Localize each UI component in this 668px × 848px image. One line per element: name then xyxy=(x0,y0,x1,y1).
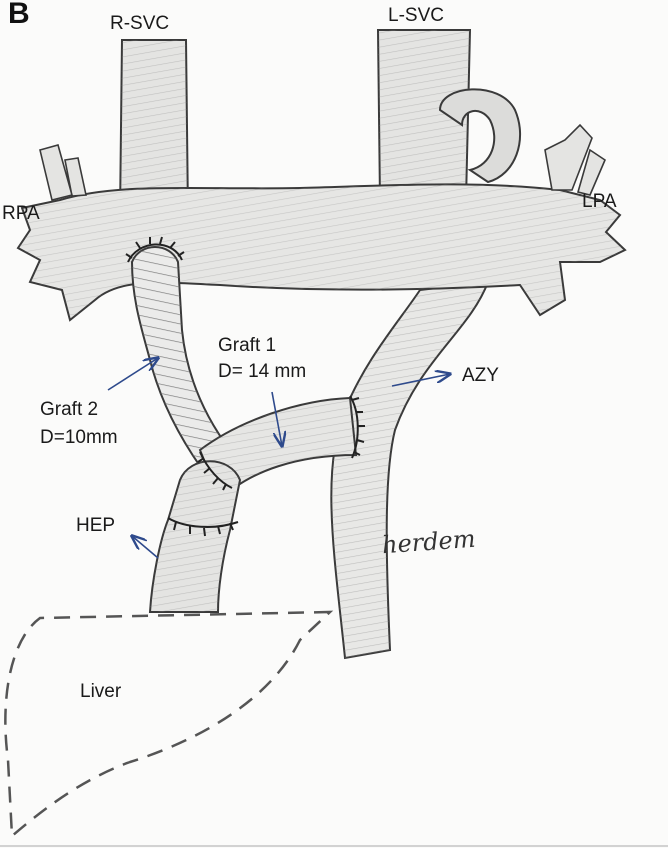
graft-1-arrow xyxy=(271,391,282,446)
vessel-loop xyxy=(438,88,522,184)
graft-2-name-label: Graft 2 xyxy=(40,399,99,420)
graft-1-diameter-label: D= 14 mm xyxy=(218,361,307,382)
liver-outline xyxy=(4,610,334,839)
sutures xyxy=(125,236,365,537)
azy-arrow xyxy=(391,374,450,387)
panel-letter: B xyxy=(8,0,30,30)
l-svc-label: L-SVC xyxy=(388,5,444,26)
lpa-branches xyxy=(544,123,606,196)
lpa-label: LPA xyxy=(582,191,617,212)
rpa-branches xyxy=(39,144,87,201)
liver-label: Liver xyxy=(80,681,122,702)
signature: herdem xyxy=(381,524,477,560)
hep-label: HEP xyxy=(76,515,116,536)
rpa-label: RPA xyxy=(2,203,40,224)
azy-label: AZY xyxy=(462,365,499,386)
hep-arrow xyxy=(132,536,159,559)
graft-2-arrow xyxy=(107,358,158,391)
graft-1-name-label: Graft 1 xyxy=(218,335,277,356)
graft-2-diameter-label: D=10mm xyxy=(40,427,118,448)
r-svc-label: R-SVC xyxy=(110,13,170,34)
